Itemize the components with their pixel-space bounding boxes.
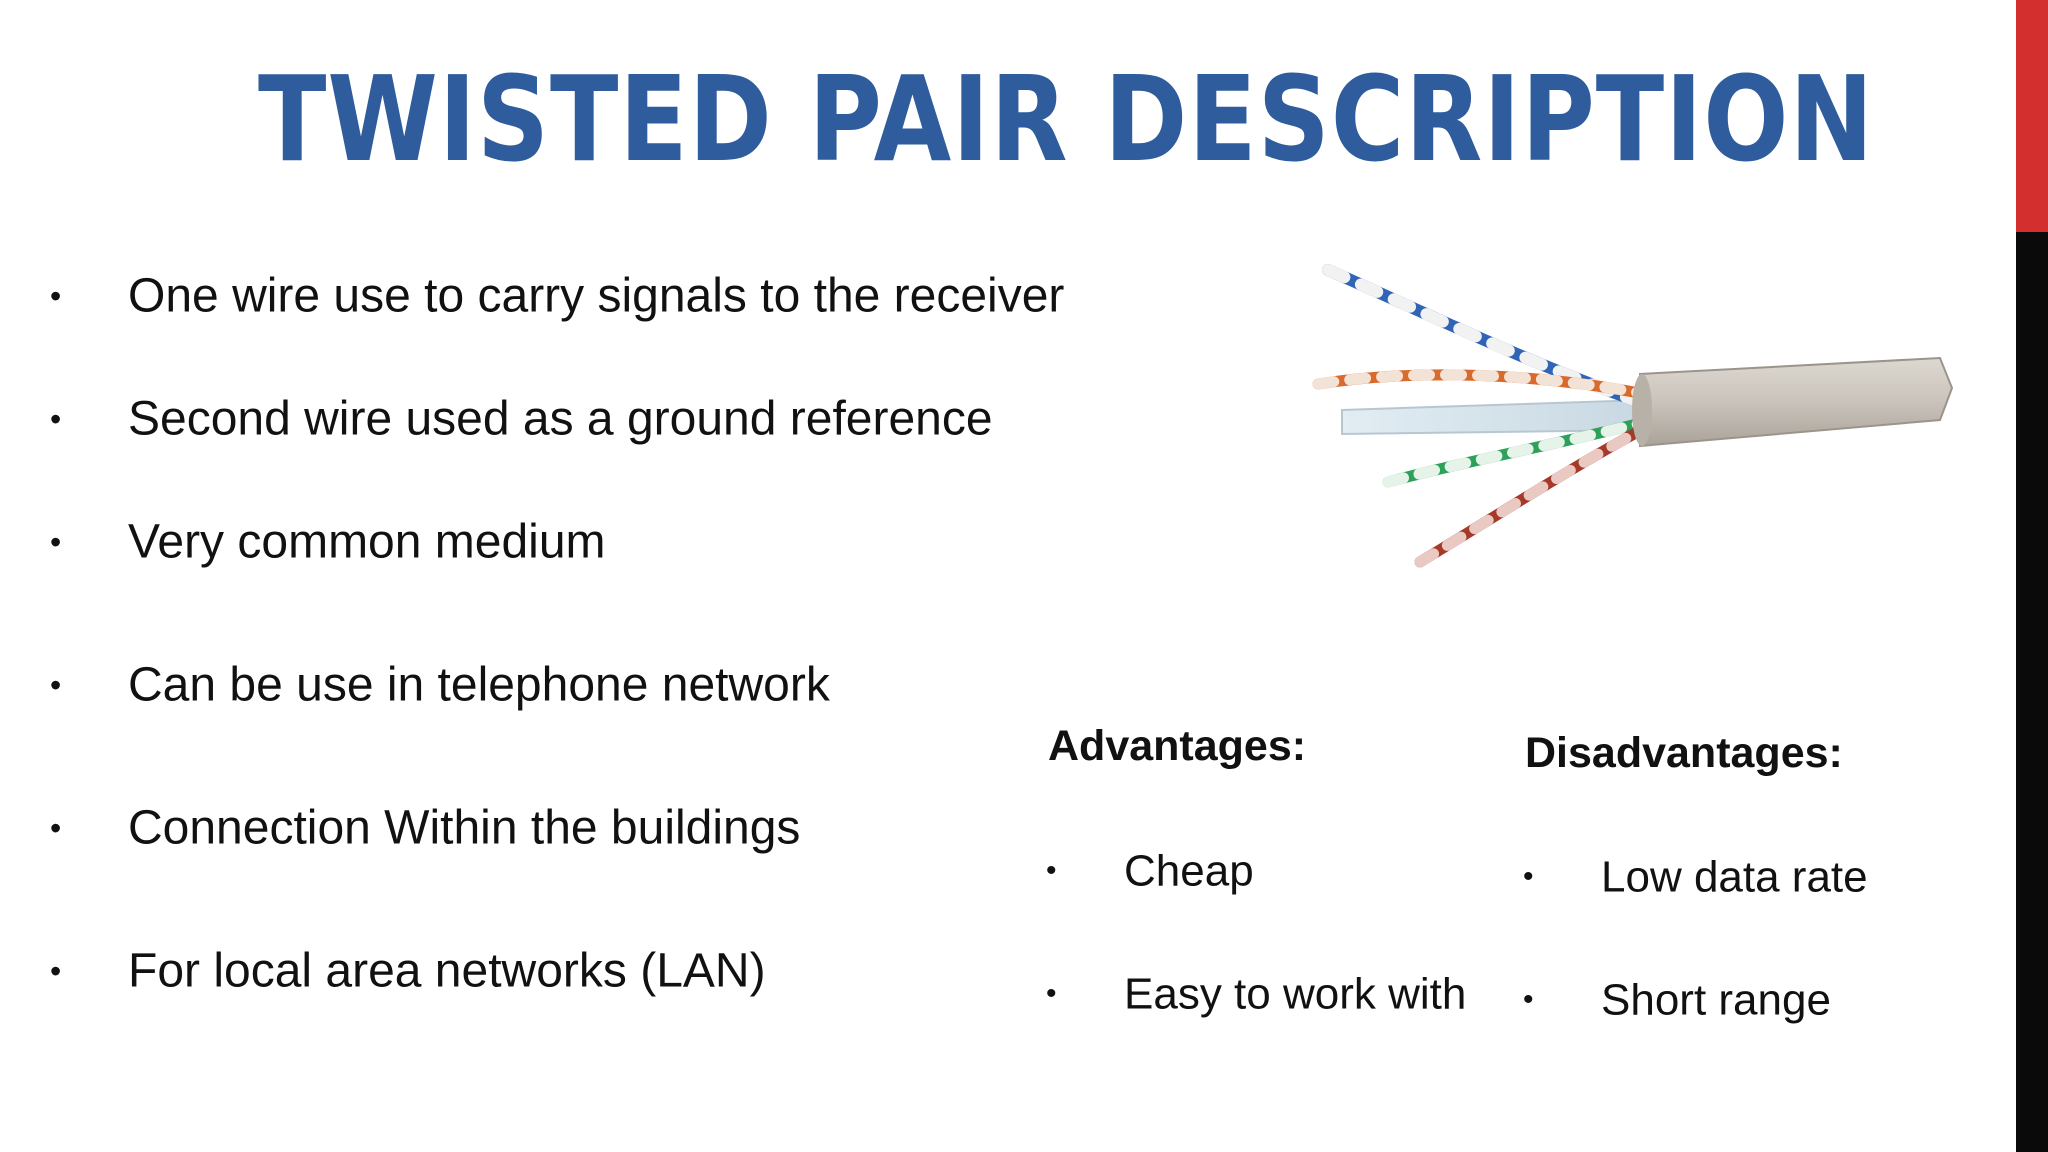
bullet-dot: • <box>50 524 62 561</box>
bullet-item: • For local area networks (LAN) <box>50 945 766 995</box>
advantage-item: • Easy to work with <box>1046 970 1466 1016</box>
bullet-dot: • <box>50 953 62 990</box>
advantage-item: • Cheap <box>1046 847 1254 893</box>
bullet-dot: • <box>50 278 62 315</box>
bullet-text: Second wire used as a ground reference <box>128 392 993 446</box>
bullet-text: Very common medium <box>128 515 606 569</box>
disadvantage-text: Low data rate <box>1601 852 1868 902</box>
bullet-dot: • <box>1523 860 1534 894</box>
bullet-dot: • <box>1523 983 1534 1017</box>
bullet-dot: • <box>50 667 62 704</box>
twisted-pair-cable-icon <box>1312 264 1954 568</box>
bullet-item: • Second wire used as a ground reference <box>50 393 993 443</box>
slide-title: TWISTED PAIR DESCRIPTION <box>258 50 1875 188</box>
disadvantage-item: • Short range <box>1523 976 1831 1022</box>
bullet-text: For local area networks (LAN) <box>128 944 766 998</box>
bullet-dot: • <box>1046 854 1057 888</box>
bullet-item: • One wire use to carry signals to the re… <box>50 270 1064 320</box>
advantages-heading: Advantages: <box>1048 722 1307 770</box>
bullet-item: • Connection Within the buildings <box>50 802 800 852</box>
bullet-dot: • <box>50 810 62 847</box>
bullet-dot: • <box>50 401 62 438</box>
disadvantage-text: Short range <box>1601 975 1831 1025</box>
accent-bar-black <box>2016 232 2048 1152</box>
disadvantage-item: • Low data rate <box>1523 853 1868 899</box>
bullet-text: Connection Within the buildings <box>128 801 801 855</box>
bullet-text: Can be use in telephone network <box>128 658 830 712</box>
advantage-text: Cheap <box>1124 846 1254 896</box>
bullet-dot: • <box>1046 977 1057 1011</box>
bullet-item: • Very common medium <box>50 516 606 566</box>
bullet-item: • Can be use in telephone network <box>50 659 830 709</box>
bullet-text: One wire use to carry signals to the rec… <box>128 269 1065 323</box>
accent-bar-red <box>2016 0 2048 232</box>
advantage-text: Easy to work with <box>1124 969 1467 1019</box>
disadvantages-heading: Disadvantages: <box>1525 729 1843 777</box>
